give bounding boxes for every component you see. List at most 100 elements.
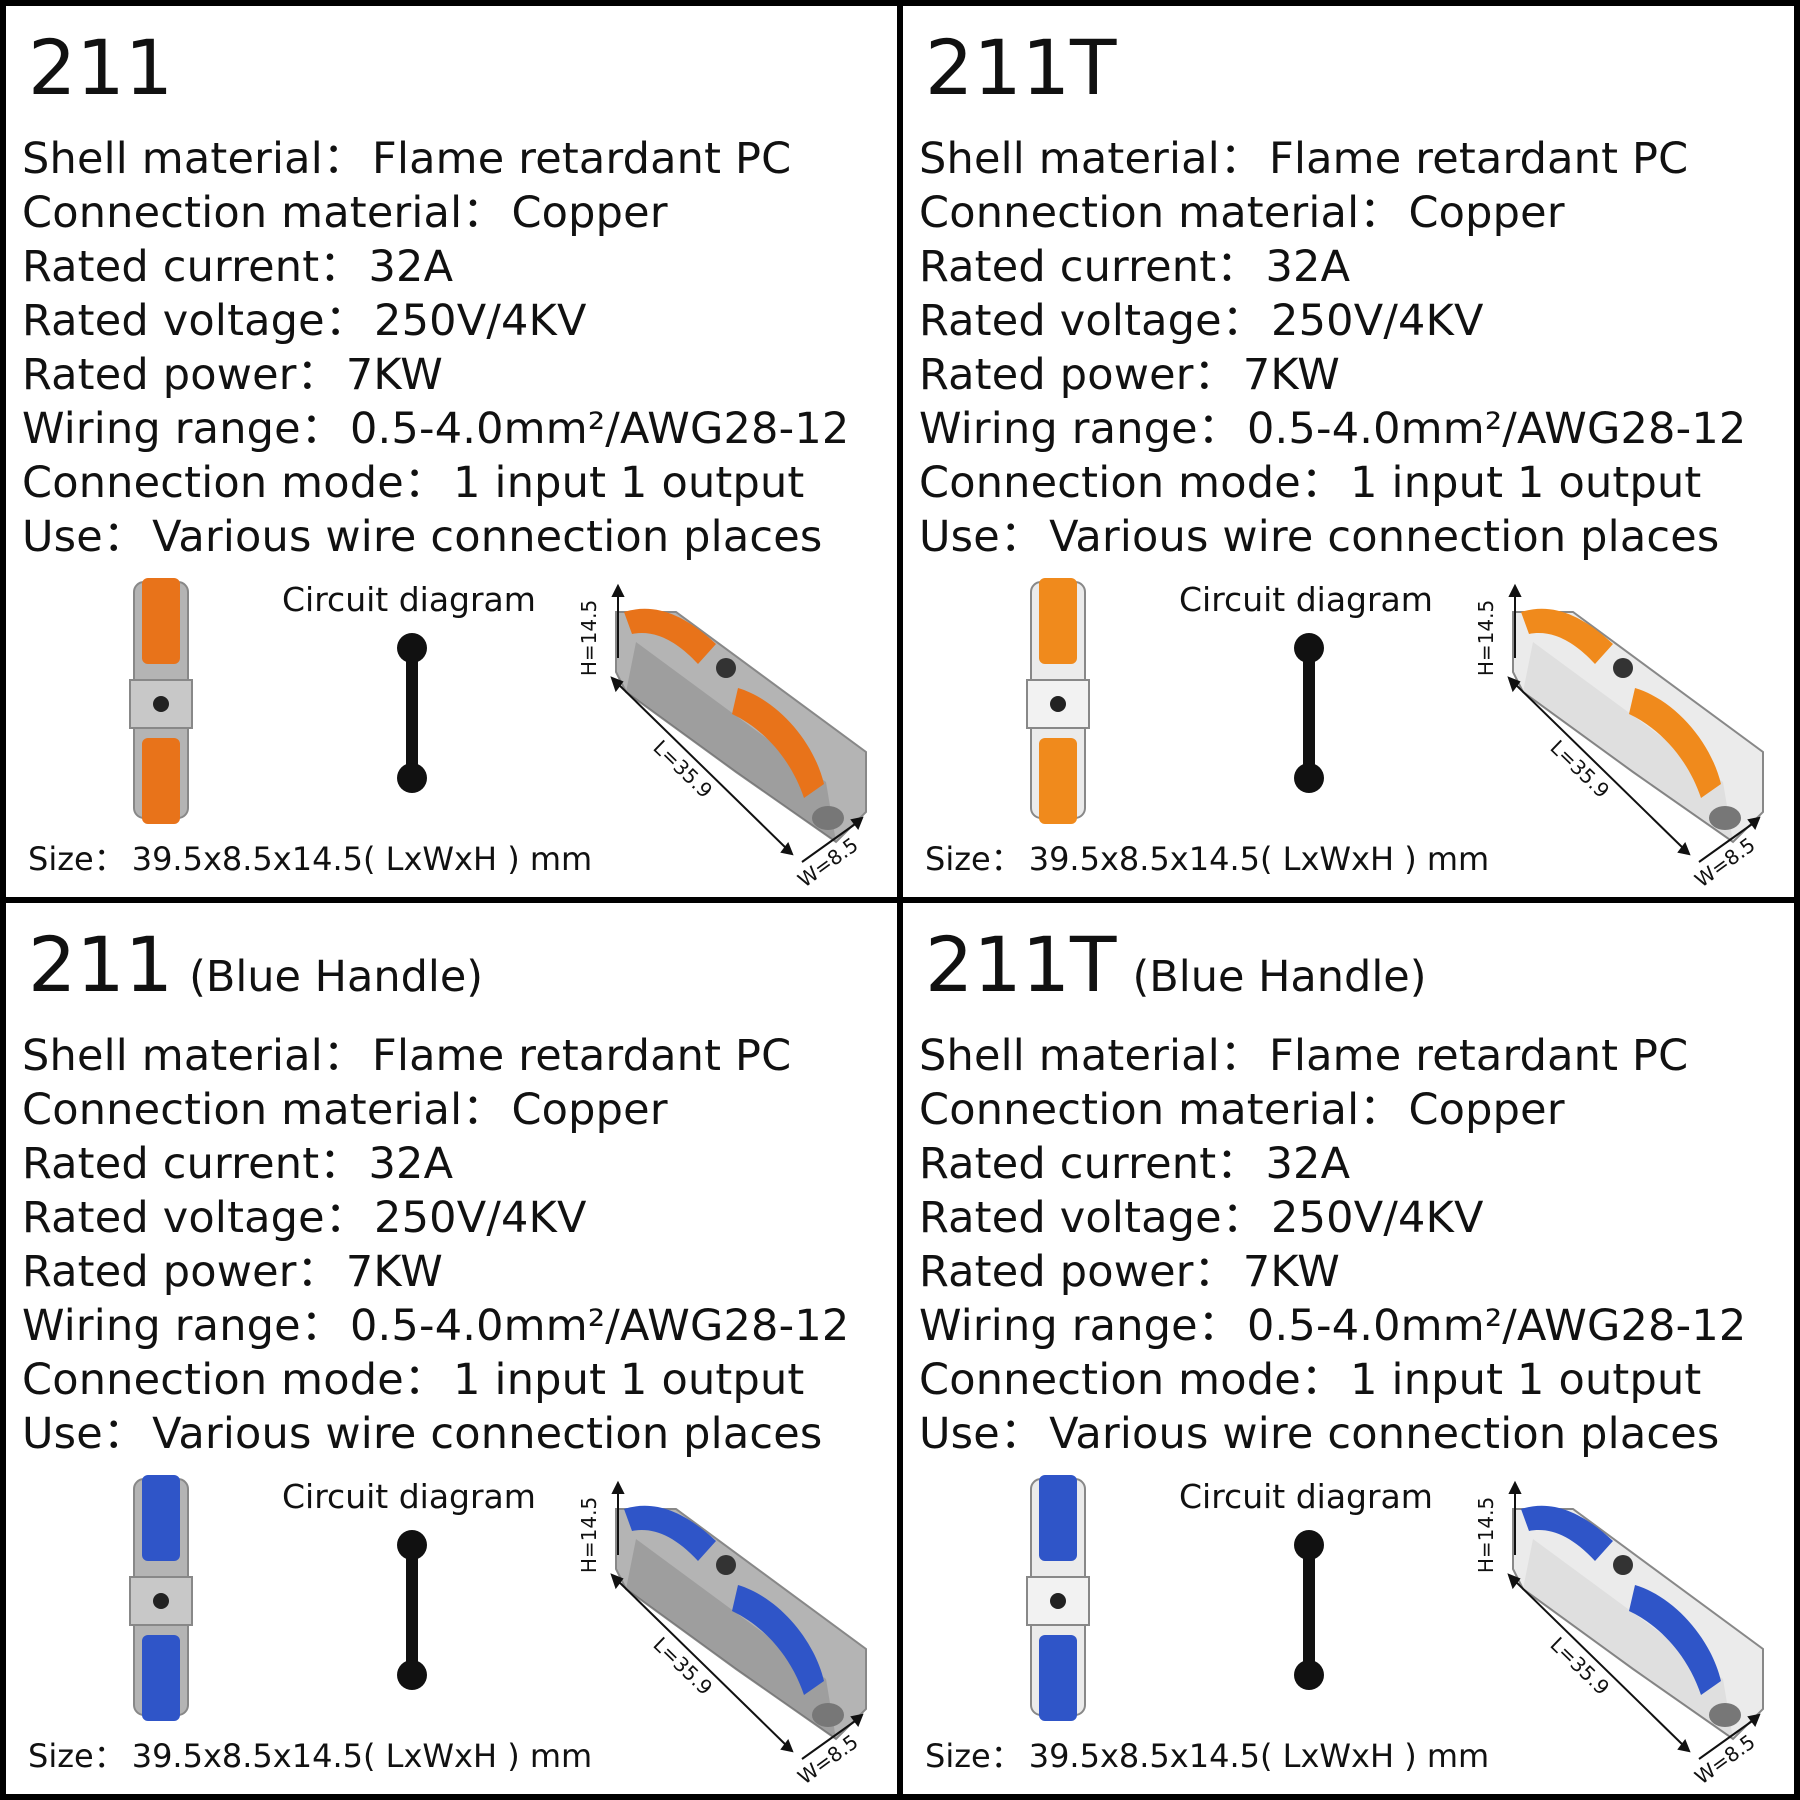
test-hole [153,1593,169,1609]
lever-handle-top [142,1475,180,1561]
spec-value: 0.5-4.0mm²/AWG28-12 [1247,404,1747,454]
spec-row: Connection materialCopper [919,1083,1746,1137]
size-line: Size39.5x8.5x14.5( LxWxH ) mm [28,834,592,880]
spec-value: Copper [511,1085,668,1135]
wire-entry-hole [812,806,844,830]
connector-isometric-view: H=14.5 L=35.9 W=8.5 [1474,583,1764,892]
size-label: Size [925,1737,1023,1775]
spec-label: Connection material [919,188,1402,238]
spec-row: Rated current32A [919,240,1746,294]
spec-row: Rated power7KW [22,348,849,402]
spec-row: Shell materialFlame retardant PC [22,1029,849,1083]
spec-label: Connection mode [919,1355,1344,1405]
spec-label: Rated current [22,242,362,292]
test-hole [153,696,169,712]
spec-label: Shell material [919,134,1263,184]
spec-row: UseVarious wire connection places [919,510,1746,564]
model-subtitle: (Blue Handle) [189,952,484,1002]
lever-handle-bottom [1629,688,1721,798]
spec-value: 1 input 1 output [1350,1355,1702,1405]
spec-label: Rated current [22,1139,362,1189]
width-dimension: W=8.5 [1690,1730,1759,1790]
connector-center-block [1026,679,1090,729]
spec-value: Flame retardant PC [372,1031,792,1081]
connector-front-view [1026,578,1090,824]
spec-list: Shell materialFlame retardant PC Connect… [22,1029,849,1461]
spec-label: Use [919,512,1043,562]
test-hole [1613,1555,1633,1575]
spec-row: UseVarious wire connection places [22,1407,849,1461]
spec-row: Rated current32A [22,1137,849,1191]
spec-value: Flame retardant PC [372,134,792,184]
connector-isometric-view: H=14.5 L=35.9 W=8.5 [1474,1480,1764,1789]
height-dimension: H=14.5 [1474,1497,1498,1573]
circuit-diagram-icon [1294,1530,1324,1690]
test-hole [716,658,736,678]
spec-row: Connection mode1 input 1 output [919,1353,1746,1407]
spec-value: 7KW [345,1247,444,1297]
lever-handle-bottom [142,1635,180,1721]
spec-value: 250V/4KV [374,296,587,346]
panel-title: 211 (Blue Handle) [28,923,483,1007]
spec-value: Flame retardant PC [1269,1031,1689,1081]
spec-row: Connection mode1 input 1 output [22,1353,849,1407]
model-number: 211 [28,920,174,1009]
spec-panel: 211T Shell materialFlame retardant PC Co… [903,6,1794,897]
spec-label: Use [22,512,146,562]
model-number: 211T [925,920,1117,1009]
lever-handle-bottom [1629,1585,1721,1695]
spec-row: Shell materialFlame retardant PC [22,132,849,186]
spec-row: Rated voltage250V/4KV [919,294,1746,348]
spec-row: Wiring range0.5-4.0mm²/AWG28-12 [919,1299,1746,1353]
spec-value: 1 input 1 output [453,458,805,508]
size-value: 39.5x8.5x14.5( LxWxH ) mm [1028,1737,1490,1775]
spec-value: Various wire connection places [152,1409,823,1459]
spec-label: Use [919,1409,1043,1459]
spec-value: 7KW [1242,350,1341,400]
spec-value: Copper [1408,1085,1565,1135]
spec-label: Rated power [22,350,340,400]
lever-handle-top [1039,578,1077,664]
test-hole [1050,1593,1066,1609]
spec-value: 250V/4KV [374,1193,587,1243]
connector-side-face [1523,1539,1733,1739]
spec-label: Rated voltage [22,296,368,346]
spec-label: Wiring range [22,1301,344,1351]
height-dimension: H=14.5 [577,1497,601,1573]
spec-row: Rated current32A [22,240,849,294]
spec-list: Shell materialFlame retardant PC Connect… [919,132,1746,564]
wire-entry-hole [812,1703,844,1727]
spec-value: Various wire connection places [1049,1409,1720,1459]
panel-title: 211T [925,26,1132,110]
connector-front-view [129,578,193,824]
circuit-diagram-icon [397,1530,427,1690]
spec-value: Copper [1408,188,1565,238]
spec-value: Various wire connection places [152,512,823,562]
spec-value: 32A [1265,1139,1351,1189]
spec-row: Rated current32A [919,1137,1746,1191]
spec-label: Wiring range [919,404,1241,454]
spec-label: Rated current [919,242,1259,292]
spec-row: Rated voltage250V/4KV [22,1191,849,1245]
lever-handle-bottom [732,688,824,798]
circuit-diagram-label: Circuit diagram [282,580,536,619]
spec-label: Connection material [22,1085,505,1135]
spec-label: Connection material [22,188,505,238]
width-dimension: W=8.5 [793,833,862,893]
spec-label: Use [22,1409,146,1459]
spec-value: 32A [368,1139,454,1189]
lever-handle-bottom [1039,1635,1077,1721]
panel-title: 211T(Blue Handle) [925,923,1427,1007]
wire-entry-hole [1709,1703,1741,1727]
spec-value: 250V/4KV [1271,1193,1484,1243]
size-label: Size [28,840,126,878]
connector-side-face [626,642,836,842]
spec-label: Connection mode [22,458,447,508]
spec-label: Wiring range [22,404,344,454]
spec-row: Connection materialCopper [22,1083,849,1137]
spec-row: UseVarious wire connection places [22,510,849,564]
panel-title: 211 [28,26,189,110]
spec-value: 32A [1265,242,1351,292]
size-line: Size39.5x8.5x14.5( LxWxH ) mm [28,1731,592,1777]
